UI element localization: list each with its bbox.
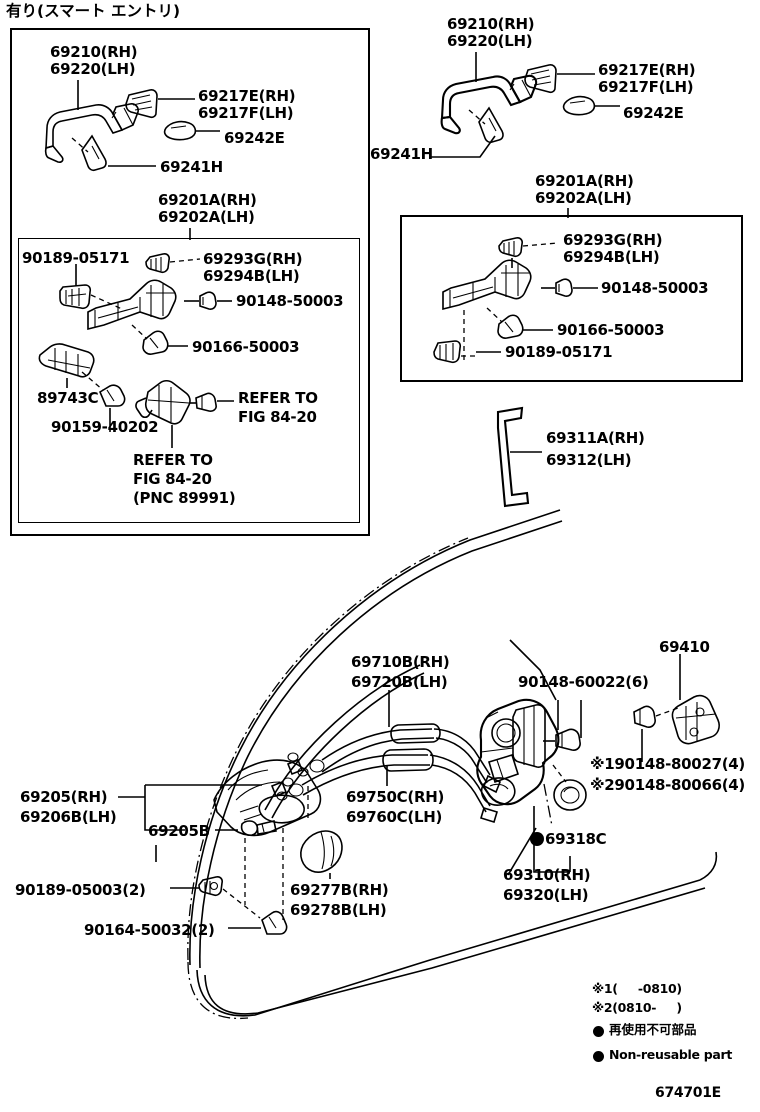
label-inner-bezel-69205b: 69205B	[148, 822, 210, 840]
nonreusable-dot-en-icon	[593, 1051, 604, 1062]
figure-id: 674701E	[655, 1085, 721, 1101]
label-left-refer-1b: FIG 84-20	[238, 408, 317, 426]
right-panel-box	[400, 215, 743, 382]
label-right-69293g: 69293G(RH)	[563, 231, 663, 249]
label-right-handle-rh: 69210(RH)	[447, 15, 535, 33]
label-left-frame-rh: 69201A(RH)	[158, 191, 257, 209]
label-screw-90164-50032: 90164-50032(2)	[84, 921, 215, 939]
label-screw-90148-60022: 90148-60022(6)	[518, 673, 649, 691]
label-inner-handle-lh: 69206B(LH)	[20, 808, 117, 826]
label-left-69241h: 69241H	[160, 158, 223, 176]
label-cable-b-lh: 69760C(LH)	[346, 808, 443, 826]
label-left-refer-2a: REFER TO	[133, 451, 213, 469]
label-left-90148-50003: 90148-50003	[236, 292, 344, 310]
label-clip-90189-05003: 90189-05003(2)	[15, 881, 146, 899]
label-left-69293g: 69293G(RH)	[203, 250, 303, 268]
label-left-90189-05171: 90189-05171	[22, 249, 130, 267]
label-left-cover-rh: 69217E(RH)	[198, 87, 296, 105]
label-right-frame-rh: 69201A(RH)	[535, 172, 634, 190]
diagram-title: 有り(スマート エントリ)	[6, 2, 181, 20]
label-cover-lh-69278b: 69278B(LH)	[290, 901, 387, 919]
label-left-refer-1a: REFER TO	[238, 389, 318, 407]
left-panel-inner-box	[18, 238, 360, 523]
label-cable-a-lh: 69720B(LH)	[351, 673, 448, 691]
label-latch-rh: 69310(RH)	[503, 866, 591, 884]
label-rod-rh: 69311A(RH)	[546, 429, 645, 447]
label-left-refer-2b: FIG 84-20	[133, 470, 212, 488]
label-star2-screw: ※290148-80066(4)	[590, 776, 745, 794]
label-right-90189-05171: 90189-05171	[505, 343, 613, 361]
label-cable-a-rh: 69710B(RH)	[351, 653, 450, 671]
label-right-cover-lh: 69217F(LH)	[598, 78, 694, 96]
label-right-cover-rh: 69217E(RH)	[598, 61, 696, 79]
label-bracket-69410: 69410	[659, 638, 710, 656]
nonreusable-dot-jp-icon	[593, 1026, 604, 1037]
label-left-frame-lh: 69202A(LH)	[158, 208, 255, 226]
label-left-handle-rh: 69210(RH)	[50, 43, 138, 61]
label-cover-rh-69277b: 69277B(RH)	[290, 881, 389, 899]
legend-nonreusable-en: Non-reusable part	[609, 1047, 733, 1062]
label-left-refer-2c: (PNC 89991)	[133, 489, 236, 507]
label-left-90166-50003: 90166-50003	[192, 338, 300, 356]
label-rod-lh: 69312(LH)	[546, 451, 632, 469]
legend-nonreusable-jp: 再使用不可部品	[609, 1022, 697, 1037]
legend-note-2: ※2(0810- )	[592, 1000, 682, 1015]
label-left-89743c: 89743C	[37, 389, 99, 407]
label-grommet-69318c: 69318C	[545, 830, 607, 848]
label-left-cover-lh: 69217F(LH)	[198, 104, 294, 122]
label-inner-handle-rh: 69205(RH)	[20, 788, 108, 806]
label-left-69242e: 69242E	[224, 129, 285, 147]
label-right-90166-50003: 90166-50003	[557, 321, 665, 339]
legend-note-1: ※1( -0810)	[592, 981, 682, 996]
label-left-handle-lh: 69220(LH)	[50, 60, 136, 78]
label-right-90148-50003: 90148-50003	[601, 279, 709, 297]
label-left-69294b: 69294B(LH)	[203, 267, 300, 285]
label-latch-lh: 69320(LH)	[503, 886, 589, 904]
label-left-90159-40202: 90159-40202	[51, 418, 159, 436]
label-right-handle-lh: 69220(LH)	[447, 32, 533, 50]
label-right-frame-lh: 69202A(LH)	[535, 189, 632, 207]
label-star1-screw: ※190148-80027(4)	[590, 755, 745, 773]
label-right-69242e: 69242E	[623, 104, 684, 122]
label-right-69294b: 69294B(LH)	[563, 248, 660, 266]
label-cable-b-rh: 69750C(RH)	[346, 788, 445, 806]
label-right-69241h: 69241H	[370, 145, 433, 163]
